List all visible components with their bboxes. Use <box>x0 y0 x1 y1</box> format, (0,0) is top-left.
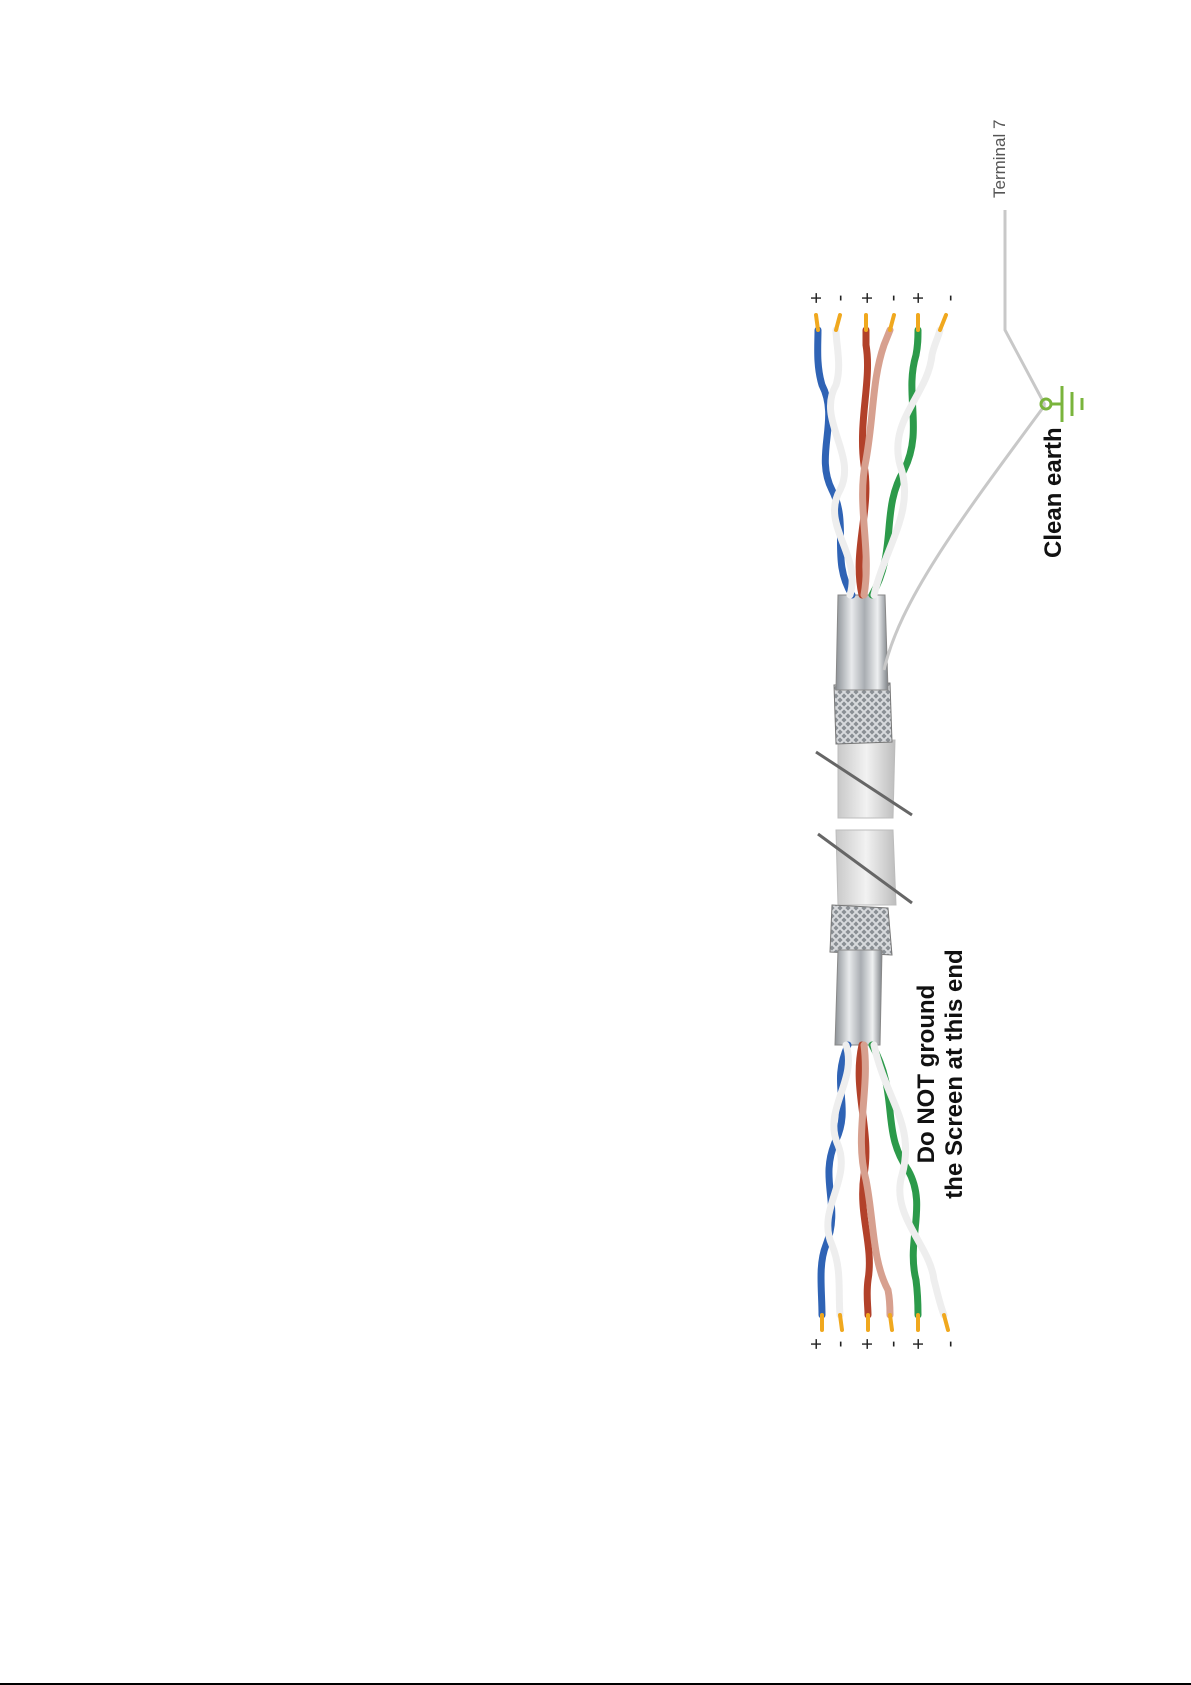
terminal-label: Terminal 7 <box>990 120 1009 198</box>
twisted-pair-green-upper <box>872 330 940 595</box>
polarity-label: + <box>857 1338 879 1350</box>
polarity-label: + <box>806 292 828 304</box>
twisted-pair-blue-lower <box>821 1045 848 1315</box>
no-ground-label-line1: Do NOT ground <box>913 985 940 1164</box>
polarity-label: - <box>882 1341 904 1348</box>
no-ground-label-line2: the Screen at this end <box>941 949 968 1198</box>
drain-wire <box>884 210 1045 670</box>
polarity-label: - <box>939 295 961 302</box>
polarity-labels-lower: + - + - + - <box>806 1338 961 1350</box>
braid-shield-lower <box>830 905 892 955</box>
polarity-label: + <box>908 1338 930 1350</box>
braid-shield-upper <box>834 683 892 744</box>
jacket-upper <box>838 740 895 818</box>
copper-tips-lower <box>822 1315 948 1330</box>
polarity-labels-upper: + - + - + - <box>806 292 961 304</box>
foil-shield-upper <box>836 595 888 690</box>
polarity-label: - <box>829 295 851 302</box>
polarity-label: + <box>806 1338 828 1350</box>
polarity-label: - <box>829 1341 851 1348</box>
polarity-label: + <box>857 292 879 304</box>
earth-ground-icon <box>1041 386 1082 422</box>
foil-shield-lower <box>835 950 882 1045</box>
polarity-label: + <box>908 292 930 304</box>
copper-tips-upper <box>816 315 946 330</box>
cable-section-upper <box>816 315 946 818</box>
twisted-pair-blue-upper <box>818 330 853 595</box>
polarity-label: - <box>882 295 904 302</box>
polarity-label: - <box>939 1341 961 1348</box>
clean-earth-label: Clean earth <box>1040 427 1067 558</box>
